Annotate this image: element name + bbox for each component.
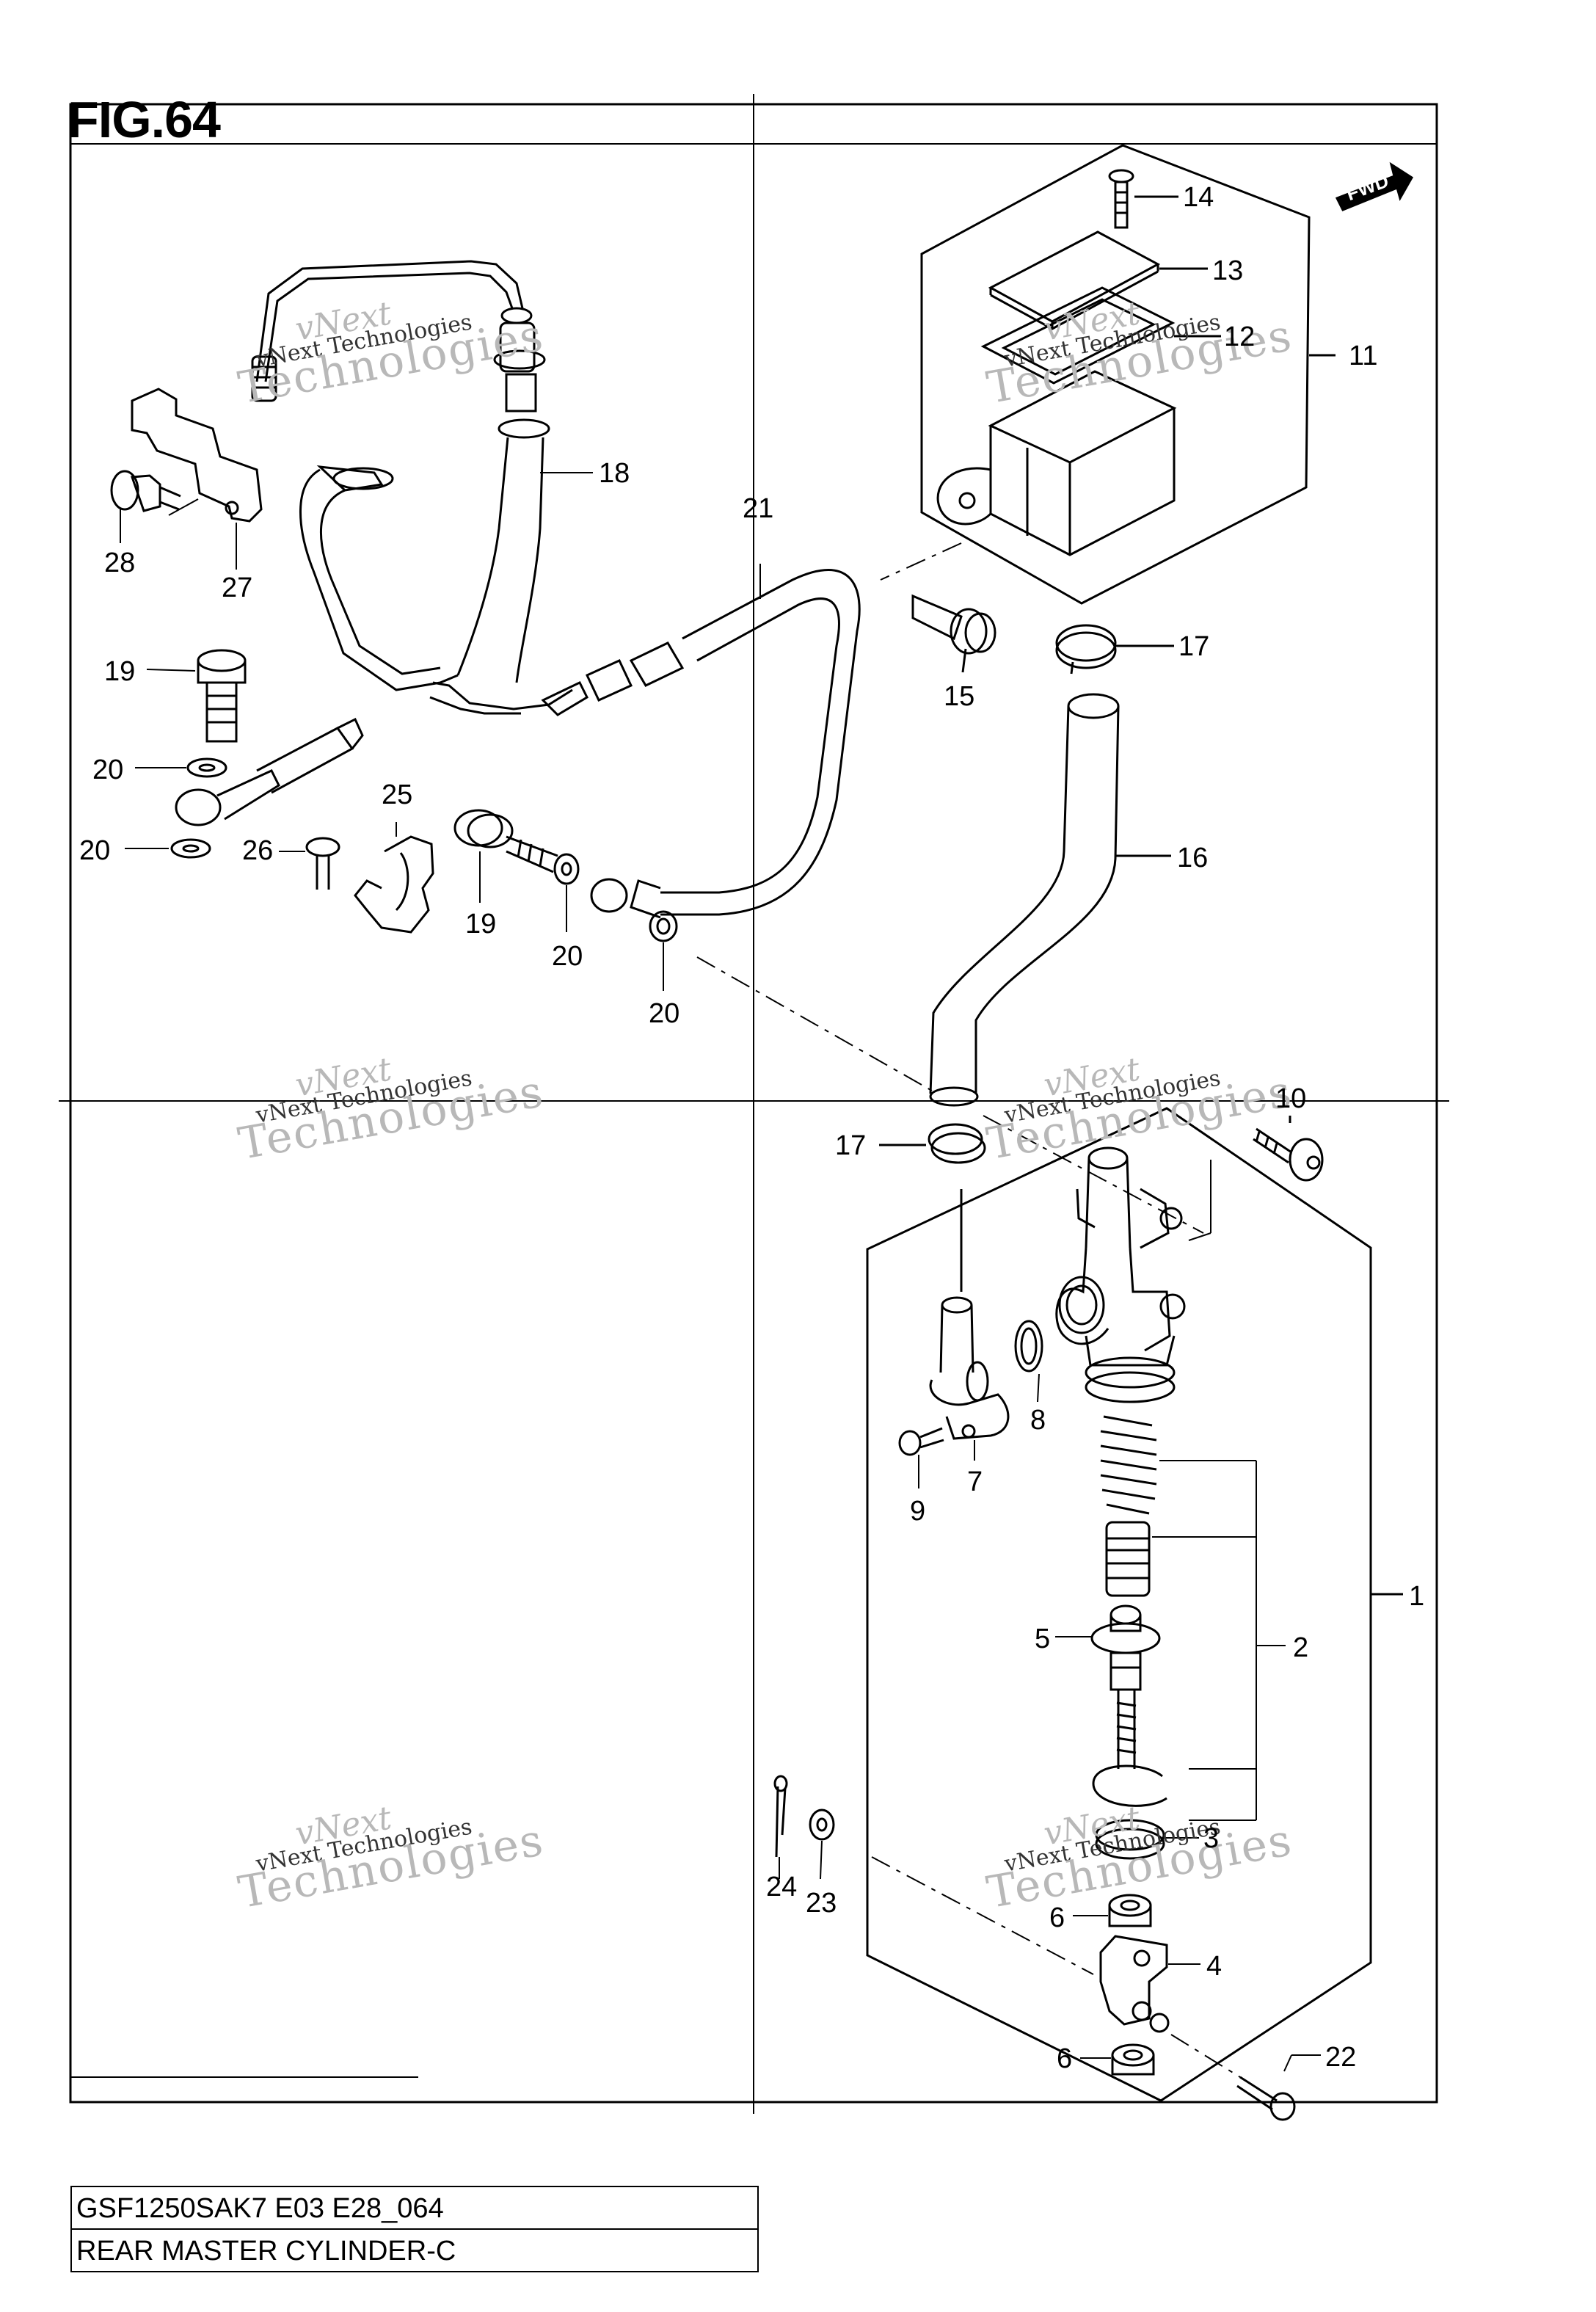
clamp-part-25 — [354, 822, 434, 934]
callout-6-upper: 6 — [1049, 1902, 1065, 1933]
boot-part-3 — [1095, 1819, 1199, 1860]
diagram-frame — [59, 94, 1449, 2114]
return-spring — [1100, 1415, 1256, 1515]
callout-24: 24 — [766, 1872, 798, 1902]
callout-8: 8 — [1030, 1405, 1046, 1436]
bolt-part-28 — [110, 470, 199, 543]
hose-joint-part-7 — [929, 1296, 1010, 1461]
bracket-part-27 — [131, 388, 263, 570]
o-ring-part-8 — [1014, 1320, 1043, 1403]
callout-23: 23 — [806, 1888, 837, 1919]
callout-9: 9 — [910, 1496, 926, 1527]
nut-part-6-lower — [1080, 2043, 1155, 2076]
callout-20-right-a: 20 — [552, 941, 583, 972]
callout-13: 13 — [1212, 255, 1244, 286]
banjo-fitting-left — [175, 717, 364, 826]
callout-15: 15 — [944, 681, 975, 712]
callout-12: 12 — [1224, 321, 1256, 352]
reservoir-cap-part-13 — [988, 230, 1208, 330]
washer-part-20-right-a — [553, 853, 580, 932]
callout-19-right: 19 — [465, 909, 497, 939]
callout-27: 27 — [222, 572, 253, 603]
cylinder-body — [1055, 1146, 1186, 1403]
piston — [1105, 1521, 1256, 1597]
banjo-bolt-part-19-right — [453, 809, 558, 903]
callout-25: 25 — [382, 779, 413, 810]
callout-21: 21 — [743, 493, 774, 524]
hose-clamp-part-17-lower — [879, 1123, 986, 1292]
diaphragm-part-12 — [980, 286, 1221, 385]
clevis-pin-part-22 — [1170, 2034, 1321, 2121]
callout-17-lower: 17 — [835, 1130, 867, 1161]
brake-hose-part-21 — [541, 564, 861, 919]
callout-18: 18 — [599, 458, 630, 489]
callout-6-lower: 6 — [1057, 2043, 1073, 2074]
nut-part-6-upper — [1073, 1894, 1152, 1927]
reservoir-body — [936, 370, 1177, 556]
callout-1: 1 — [1409, 1581, 1425, 1612]
part-title: REAR MASTER CYLINDER-C — [76, 2236, 456, 2266]
callout-20-right-b: 20 — [649, 998, 680, 1029]
callout-17-upper: 17 — [1178, 631, 1210, 662]
callout-10: 10 — [1275, 1083, 1307, 1114]
callout-19-left: 19 — [104, 656, 136, 687]
washer-part-20-left-upper — [135, 757, 227, 778]
callout-26: 26 — [242, 835, 274, 866]
screw-part-9 — [898, 1427, 944, 1488]
mounting-bolt-part-15 — [911, 594, 996, 673]
model-code: GSF1250SAK7 E03 E28_064 — [72, 2187, 757, 2230]
model-info-box: GSF1250SAK7 E03 E28_064 REAR MASTER CYLI… — [70, 2186, 759, 2272]
bolt-part-10 — [1188, 1116, 1324, 1241]
washer-part-23 — [809, 1808, 1094, 1975]
callout-20-left-lower: 20 — [79, 835, 111, 866]
banjo-bolt-part-19-left — [146, 649, 247, 743]
forward-arrow-icon — [1335, 161, 1414, 211]
master-cylinder-outline — [866, 1107, 1403, 2102]
cotter-pin-part-24 — [773, 1775, 788, 1879]
reservoir-assembly-outline — [920, 144, 1336, 605]
callout-7: 7 — [967, 1466, 983, 1497]
callout-22: 22 — [1325, 2042, 1357, 2073]
figure-title: FIG.64 — [68, 91, 221, 148]
callout-2: 2 — [1293, 1632, 1309, 1663]
callout-4: 4 — [1206, 1951, 1222, 1982]
circlip — [1092, 1764, 1167, 1807]
reservoir-hose-part-16 — [929, 693, 1171, 1107]
callout-11: 11 — [1349, 341, 1378, 371]
washer-part-20-left-lower — [125, 838, 211, 859]
callout-20-left-upper: 20 — [92, 755, 124, 785]
cap-screw-part-14 — [1108, 169, 1178, 229]
callout-5: 5 — [1035, 1624, 1051, 1654]
clevis-part-4 — [1099, 1935, 1200, 2033]
callout-14: 14 — [1183, 182, 1214, 213]
hose-clamp-part-17-upper — [1055, 624, 1174, 675]
screw-part-26 — [279, 837, 340, 890]
washer-part-20-right-b — [649, 910, 678, 991]
brake-hose-part-18 — [251, 260, 593, 715]
callout-28: 28 — [104, 548, 136, 578]
part-2-bracket — [1189, 1461, 1286, 1821]
callout-3: 3 — [1203, 1823, 1220, 1854]
callout-16: 16 — [1177, 843, 1209, 873]
push-rod — [1055, 1604, 1161, 1769]
